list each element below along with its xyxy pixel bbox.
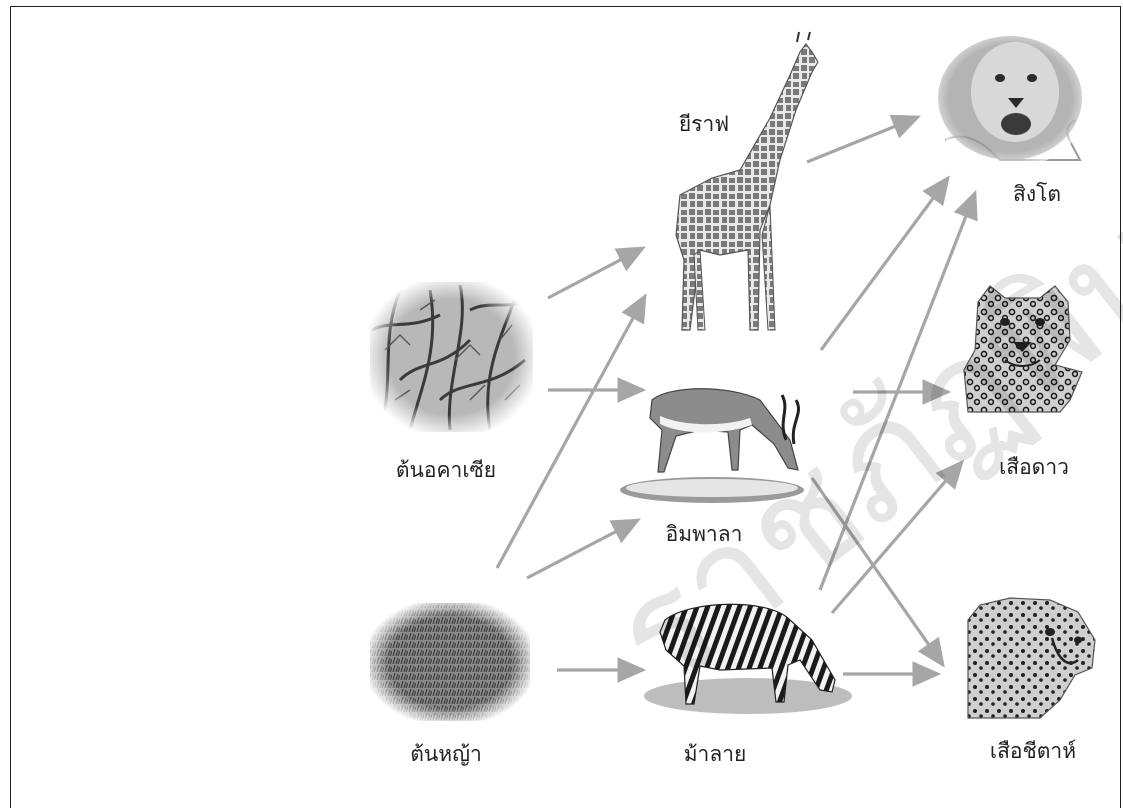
arrow-acacia-to-giraffe <box>548 248 643 298</box>
cheetah-icon <box>968 598 1095 718</box>
label-grass: ต้นหญ้า <box>410 738 482 771</box>
label-acacia: ต้นอคาเซีย <box>396 454 496 487</box>
lion-icon <box>930 28 1090 168</box>
label-zebra: ม้าลาย <box>684 738 747 771</box>
tree-branches-icon <box>370 282 533 432</box>
label-cheetah: เสือชีตาห์ <box>990 735 1076 768</box>
label-leopard: เสือดาว <box>999 451 1069 484</box>
giraffe-icon <box>676 32 818 330</box>
grass-patch-icon <box>370 603 530 721</box>
label-impala: อิมพาลา <box>666 518 743 551</box>
arrow-giraffe-to-lion <box>807 117 918 162</box>
label-lion: สิงโต <box>1013 178 1061 211</box>
label-giraffe: ยีราฟ <box>679 108 729 141</box>
